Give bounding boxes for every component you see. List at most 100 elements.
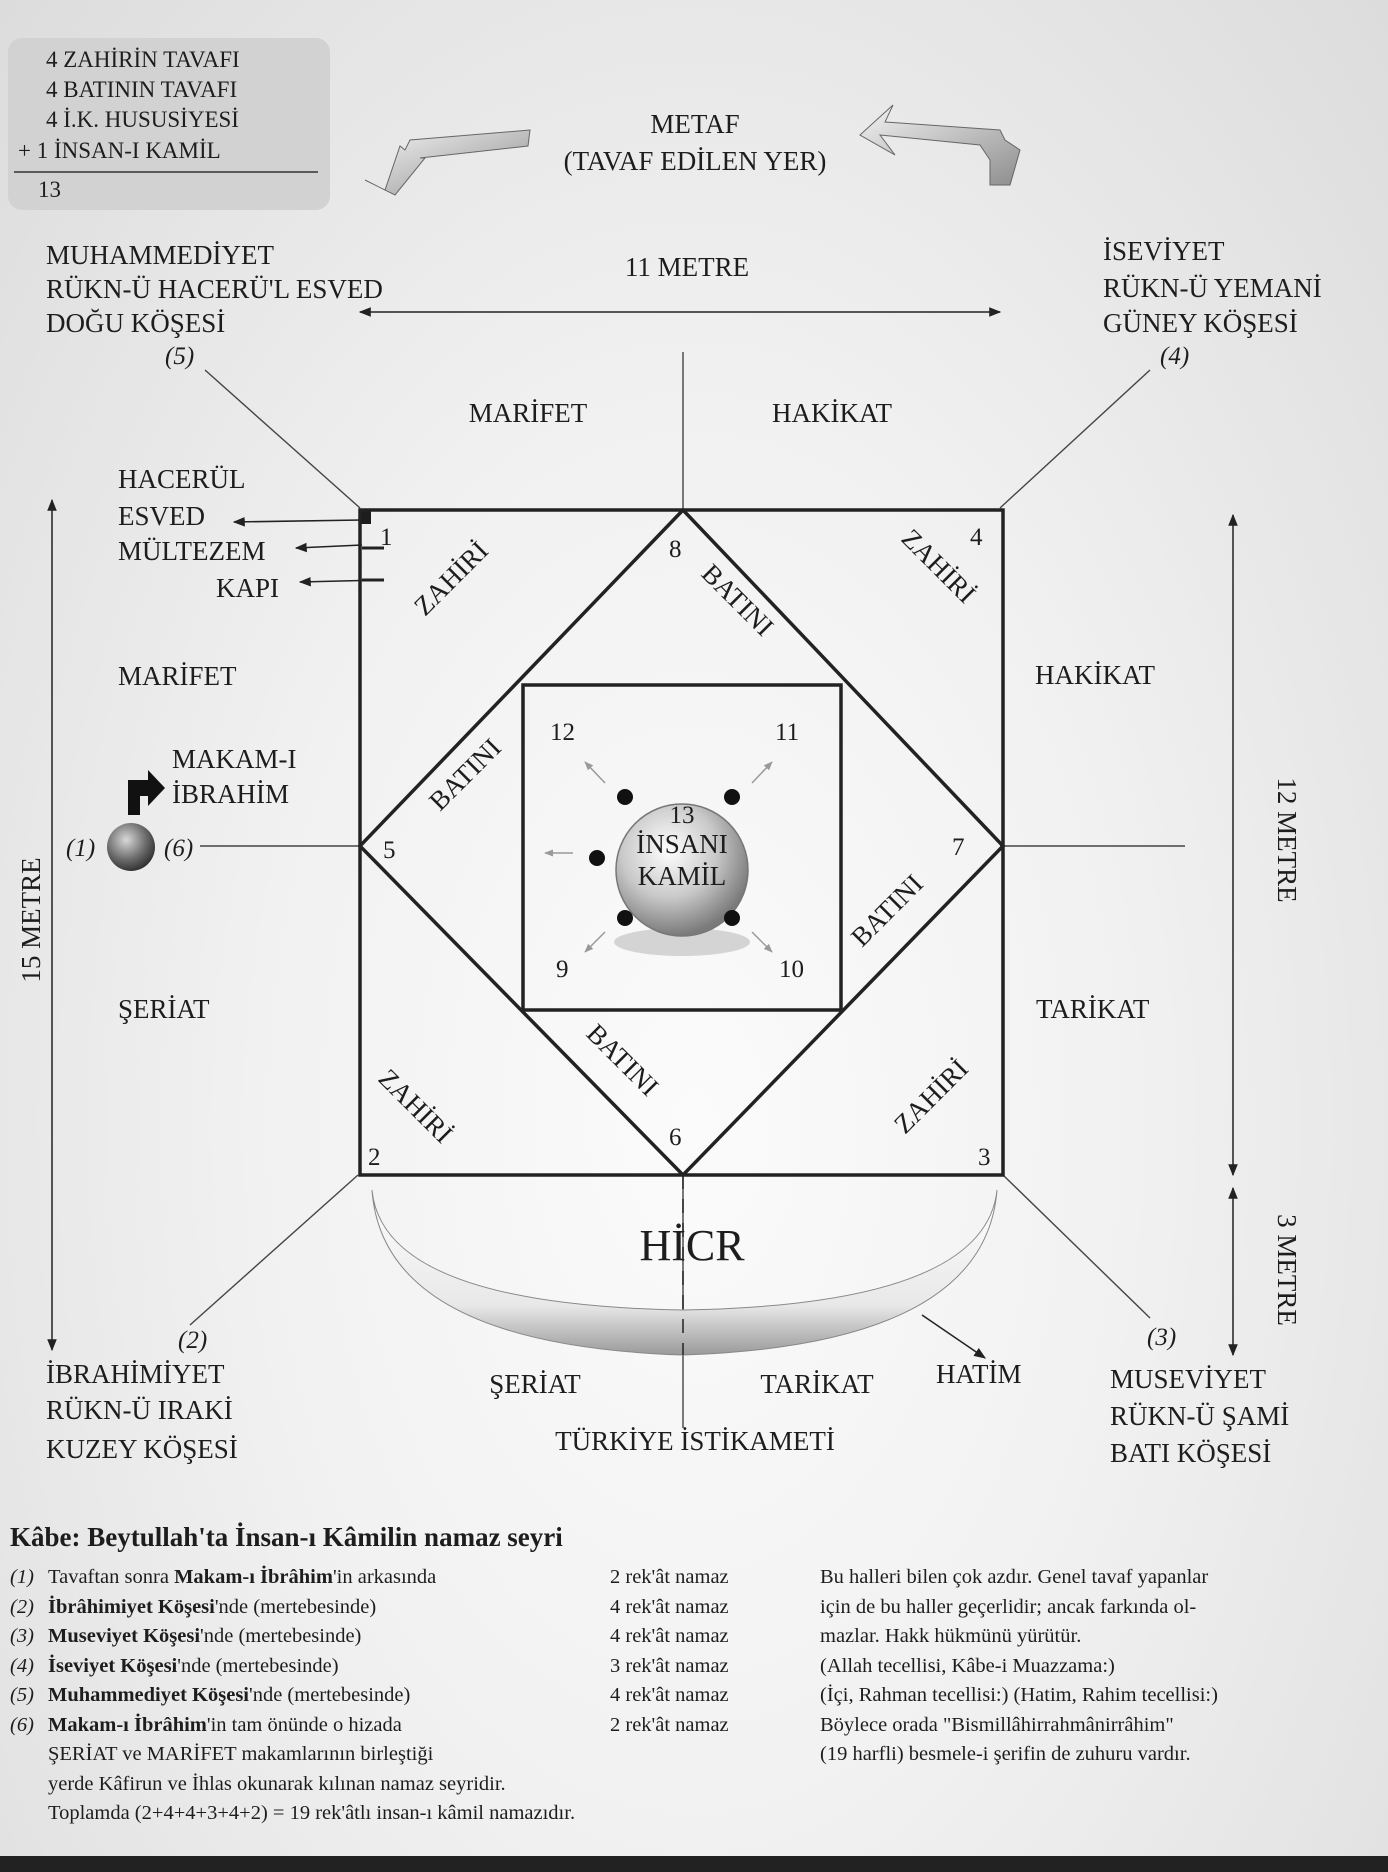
- sum-line: + 1 İNSAN-I KAMİL: [18, 138, 221, 163]
- hatim-label: HATİM: [936, 1359, 1022, 1389]
- dot: [617, 910, 633, 926]
- small-arrow: [751, 761, 773, 784]
- bottom-edge: [0, 1856, 1388, 1872]
- note-line: Böylece orada "Bismillâhirrahmânirrâhim": [820, 1713, 1174, 1736]
- corner-tl-num: (5): [165, 343, 194, 370]
- note-line: Bu halleri bilen çok azdır. Genel tavaf …: [820, 1566, 1209, 1588]
- makam-line1: MAKAM-I: [172, 744, 297, 774]
- small-arrow: [584, 761, 606, 784]
- corner-bl-line3: KUZEY KÖŞESİ: [46, 1434, 238, 1464]
- sum-line: 4 İ.K. HUSUSİYESİ: [46, 107, 239, 132]
- quad-tarikat-right: TARİKAT: [1036, 994, 1150, 1024]
- sum-line: 4 BATININ TAVAFI: [46, 77, 237, 102]
- point-9: 9: [556, 956, 569, 983]
- rekat: 3 rek'ât namaz: [610, 1654, 729, 1677]
- black-stone-marker: [360, 510, 371, 524]
- caption: Kâbe: Beytullah'ta İnsan-ı Kâmilin namaz…: [10, 1522, 1380, 1824]
- rekat: 2 rek'ât namaz: [610, 1566, 729, 1588]
- corner-tr-num: (4): [1160, 343, 1189, 370]
- caption-cont: ŞERİAT ve MARİFET makamlarının birleştiğ…: [48, 1743, 434, 1765]
- quad-hakikat-right: HAKİKAT: [1035, 660, 1155, 690]
- insan-kamil-sphere: [615, 803, 749, 937]
- batini-left: BATINI: [423, 732, 507, 816]
- leader-line-br: [1002, 1174, 1151, 1319]
- inner-square: [521, 683, 843, 1012]
- step-row: (5)Muhammediyet Köşesi'nde (mertebesinde…: [10, 1684, 411, 1706]
- quad-seriat-left: ŞERİAT: [118, 994, 210, 1024]
- zahiri-tl: ZAHİRİ: [408, 535, 494, 621]
- arrow-multezem: [294, 542, 363, 553]
- dot: [589, 850, 605, 866]
- point-5: 5: [383, 837, 396, 864]
- label-kapi: KAPI: [216, 573, 279, 603]
- corner-tr-line2: RÜKN-Ü YEMANİ: [1103, 273, 1322, 303]
- leader-line-bl: [189, 1174, 359, 1326]
- corner-tl-line3: DOĞU KÖŞESİ: [46, 308, 225, 338]
- left-curved-arrow-icon: [364, 129, 531, 196]
- length-label: 15 METRE: [16, 857, 46, 982]
- quad-marifet-left: MARİFET: [118, 661, 237, 691]
- corner-bl-num: (2): [178, 1327, 207, 1354]
- quad-seriat-bottom: ŞERİAT: [489, 1369, 581, 1399]
- zahiri-br: ZAHİRİ: [888, 1053, 974, 1139]
- corner-br-num: (3): [1147, 1324, 1176, 1351]
- hicr-label: HİCR: [639, 1221, 745, 1270]
- point-8: 8: [669, 536, 682, 563]
- hicr-wall: [371, 1189, 998, 1356]
- sum-box: 4 ZAHİRİN TAVAFI 4 BATININ TAVAFI 4 İ.K.…: [8, 38, 330, 210]
- point-7: 7: [952, 834, 965, 861]
- quad-hakikat-top: HAKİKAT: [772, 398, 892, 428]
- batini-right: BATINI: [845, 868, 929, 952]
- label-hacerul: HACERÜL: [118, 464, 246, 494]
- zahiri-bl: ZAHİRİ: [373, 1063, 459, 1149]
- corner-br-line1: MUSEVİYET: [1110, 1364, 1266, 1394]
- caption-cont: yerde Kâfirun ve İhlas okunarak kılınan …: [48, 1772, 506, 1795]
- corner-bl-line1: İBRAHİMİYET: [46, 1359, 225, 1389]
- note-line: için de bu haller geçerlidir; ancak fark…: [820, 1595, 1197, 1618]
- small-arrow: [751, 931, 773, 953]
- dot: [724, 910, 740, 926]
- width-label: 11 METRE: [625, 252, 749, 282]
- rekat: 4 rek'ât namaz: [610, 1595, 729, 1618]
- right-curved-arrow-icon: [859, 104, 1021, 186]
- center-shadow: [614, 928, 750, 956]
- rekat: 4 rek'ât namaz: [610, 1625, 729, 1647]
- metaf-subtitle: (TAVAF EDİLEN YER): [564, 146, 827, 176]
- note-line: (19 harfli) besmele-i şerifin de zuhuru …: [820, 1743, 1191, 1765]
- corner-tl-line1: MUHAMMEDİYET: [46, 240, 274, 270]
- point-11: 11: [775, 719, 799, 746]
- batini-bottom: BATINI: [581, 1018, 665, 1102]
- makam-num-right: (6): [164, 835, 193, 862]
- caption-steps: (1)Tavaftan sonra Makam-ı İbrâhim'in ark…: [10, 1563, 610, 1829]
- caption-title: Kâbe: Beytullah'ta İnsan-ı Kâmilin namaz…: [10, 1522, 563, 1552]
- makam-num-left: (1): [66, 835, 95, 862]
- corner-tr-line1: İSEVİYET: [1103, 236, 1225, 266]
- dot: [617, 789, 633, 805]
- point-3: 3: [978, 1144, 991, 1171]
- small-arrow: [584, 931, 606, 953]
- rekat: 4 rek'ât namaz: [610, 1684, 729, 1706]
- corner-bl-line2: RÜKN-Ü IRAKİ: [46, 1395, 233, 1425]
- sum-line: 4 ZAHİRİN TAVAFI: [46, 47, 240, 72]
- step-row: (6)Makam-ı İbrâhim'in tam önünde o hizad…: [10, 1713, 402, 1736]
- step-row: (3)Museviyet Köşesi'nde (mertebesinde): [10, 1625, 362, 1647]
- turn-arrow-icon: [128, 770, 165, 815]
- arrow-esved: [232, 517, 363, 527]
- corner-tl-line2: RÜKN-Ü HACERÜ'L ESVED: [46, 274, 383, 304]
- leader-line-tr: [999, 369, 1151, 509]
- step-row: (1)Tavaftan sonra Makam-ı İbrâhim'in ark…: [10, 1566, 437, 1588]
- makam-stone: [107, 823, 155, 871]
- sum-total: 13: [38, 177, 61, 202]
- metaf-title: METAF: [650, 109, 739, 139]
- leader-line-tl: [204, 369, 361, 509]
- step-row: (4)İseviyet Köşesi'nde (mertebesinde): [10, 1654, 339, 1677]
- direction-label: TÜRKİYE İSTİKAMETİ: [555, 1426, 835, 1456]
- note-line: (İçi, Rahman tecellisi:) (Hatim, Rahim t…: [820, 1684, 1218, 1706]
- center-line2: KAMİL: [638, 861, 727, 891]
- sum-box-bg: [8, 38, 330, 210]
- point-12: 12: [550, 719, 575, 746]
- point-4: 4: [970, 524, 983, 551]
- caption-cont: Toplamda (2+4+4+3+4+2) = 19 rek'âtlı ins…: [48, 1802, 576, 1824]
- side-label-12: 12 METRE: [1272, 777, 1302, 902]
